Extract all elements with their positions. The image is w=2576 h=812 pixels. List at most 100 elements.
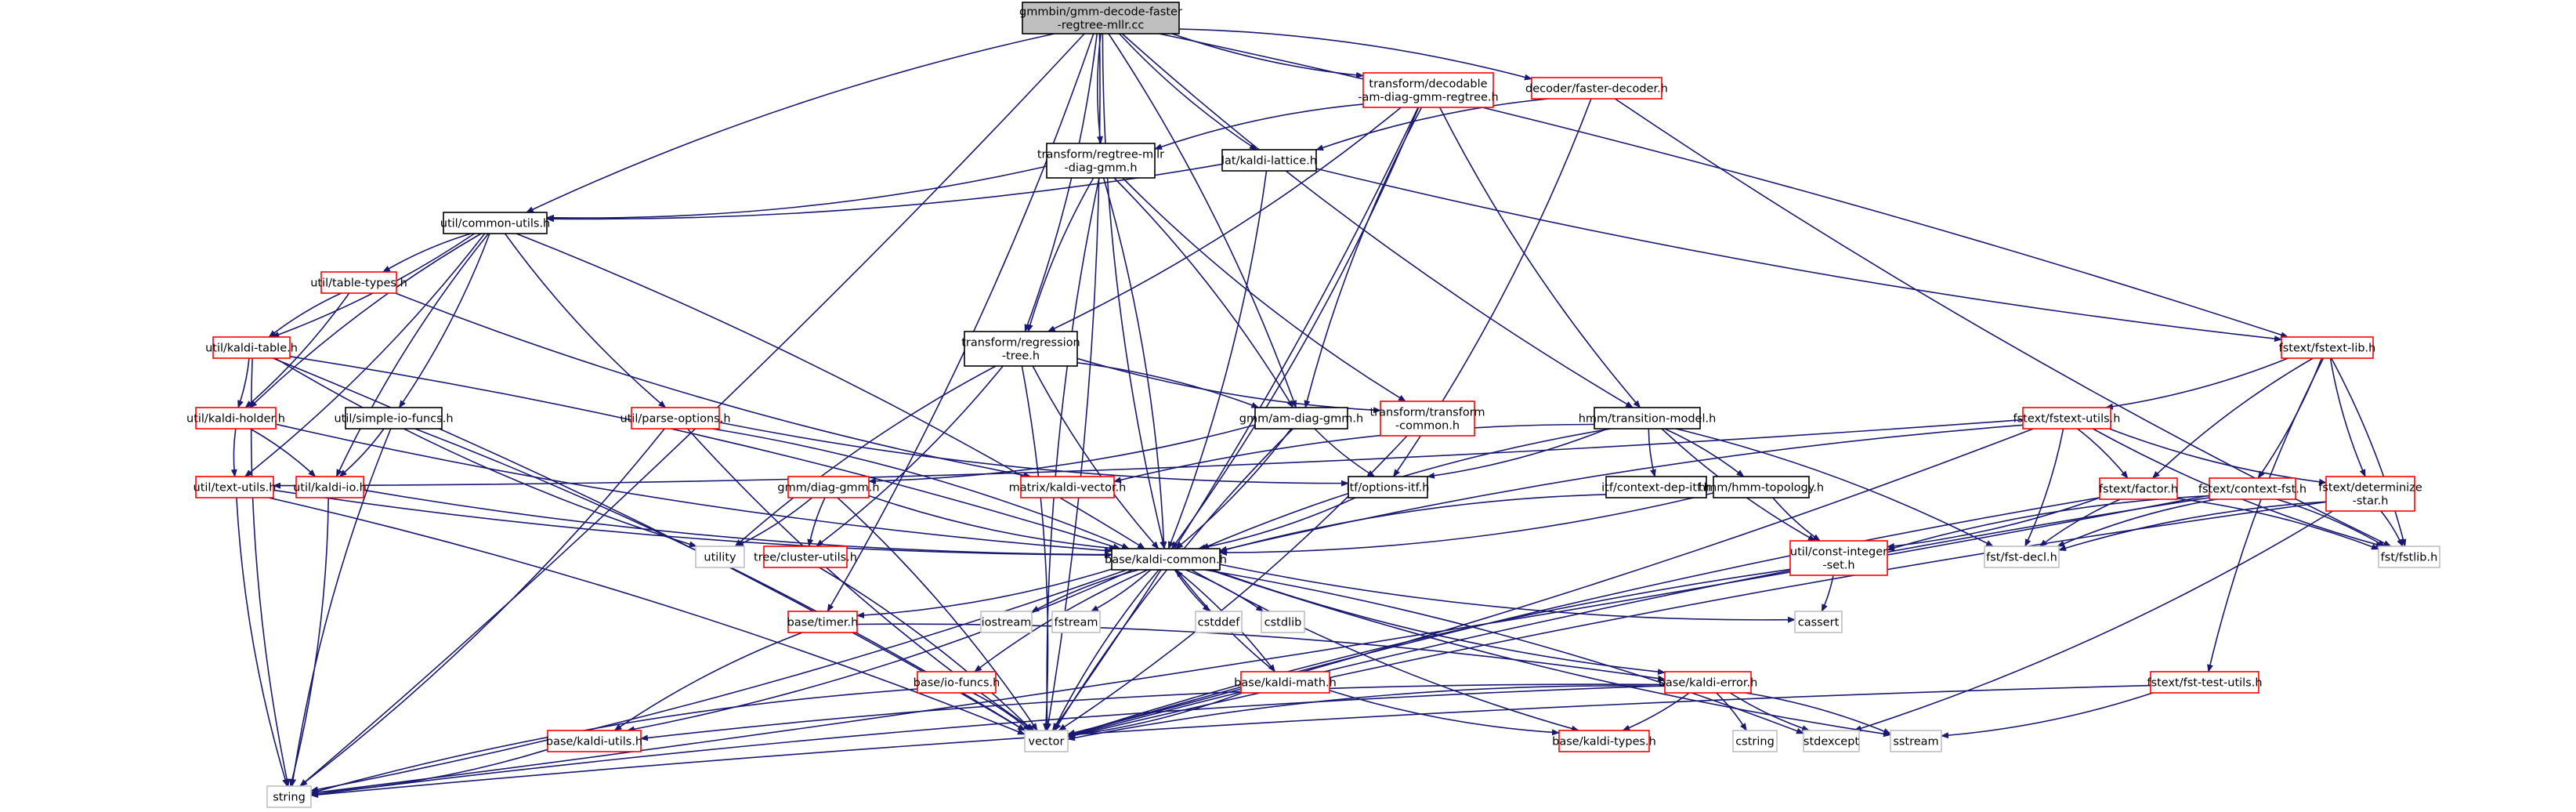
node-label: -diag-gmm.h [1064,162,1137,175]
edge-root-to-kaldi_common [1102,33,1167,549]
edge-kaldi_error-to-sstream [1745,692,1891,735]
edge-kaldi_common-to-stdexcept [1204,569,1804,734]
node-simple-io[interactable]: util/simple-io-funcs.h [334,407,454,430]
node-label: cstdlib [1264,617,1302,629]
node-box [964,331,1078,367]
node-box [787,611,858,633]
edge-determinize_star-to-stdexcept [1853,510,2333,732]
edge-kaldi_error-to-kaldi_types [1622,692,1690,731]
node-faster-decoder[interactable]: decoder/faster-decoder.h [1525,77,1668,100]
edge-fstext_lib-to-factor [2151,357,2314,479]
node-transition-model[interactable]: hmm/transition-model.h [1579,407,1717,430]
edge-regression_tree-to-utility [734,365,997,547]
node-label: -star.h [2353,495,2389,508]
edge-common_utils-to-parse_options [504,233,667,408]
node-label: cassert [1798,617,1840,629]
edge-kaldi_holder-to-kaldi_io [250,428,317,477]
node-box [266,785,312,808]
edge-kaldi_common-to-cstdlib [1185,569,1264,612]
node-io-funcs[interactable]: base/io-funcs.h [914,671,1000,694]
node-parse-options[interactable]: util/parse-options.h [620,407,731,430]
node-fst-test-utils[interactable]: fstext/fst-test-utils.h [2147,671,2263,694]
node-label: matrix/kaldi-vector.h [1009,482,1127,495]
node-box [547,730,642,752]
node-text-utils[interactable]: util/text-utils.h [194,476,277,498]
node-box [1051,611,1101,633]
node-determinize-star[interactable]: fstext/determinize-star.h [2318,476,2422,512]
node-label: util/common-utils.h [440,218,551,230]
node-box [1794,611,1843,633]
node-factor[interactable]: fstext/factor.h [2099,477,2178,500]
edge-fstext_utils-to-kaldi_common [1219,424,2024,553]
edge-kaldi_table-to-kaldi_holder [237,357,250,408]
edge-fst_test_utils-to-string [310,684,2151,798]
node-context-dep-itf[interactable]: itf/context-dep-itf.h [1601,476,1711,498]
node-kaldi-lattice[interactable]: lat/kaldi-lattice.h [1221,149,1317,172]
edge-kaldi_common-to-cassert [1219,564,1796,623]
node-box [2378,546,2440,568]
edge-kaldi_lattice-to-kaldi_common [1167,170,1268,549]
node-box [1531,77,1662,100]
node-transform-common[interactable]: transform/transform-common.h [1369,401,1485,437]
node-diag-gmm[interactable]: gmm/diag-gmm.h [777,476,880,498]
node-regression-tree[interactable]: transform/regression-tree.h [961,331,1080,367]
node-vector: vector [1024,730,1069,752]
node-box [2209,477,2296,500]
node-context-fst[interactable]: fstext/context-fst.h [2198,477,2306,500]
node-box [787,476,870,498]
node-kaldi-holder[interactable]: util/kaldi-holder.h [186,407,285,430]
edge-io_funcs-to-vector [972,692,1031,731]
node-label: hmm/transition-model.h [1579,413,1717,426]
node-label: -regtree-mllr.cc [1058,20,1145,32]
node-timer[interactable]: base/timer.h [787,611,859,633]
edge-fstext_lib-to-context_fst [2257,357,2323,479]
edge-diag_gmm-to-utility [736,497,813,547]
node-const-integer-set[interactable]: util/const-integer-set.h [1789,540,1888,576]
edge-io_funcs-to-string [310,688,918,795]
node-kaldi-io[interactable]: util/kaldi-io.h [293,476,367,498]
edge-kaldi_error-to-cstring [1716,692,1747,731]
node-box [1713,476,1810,498]
node-options-itf[interactable]: itf/options-itf.h [1347,476,1430,498]
node-kaldi-vector[interactable]: matrix/kaldi-vector.h [1009,476,1127,498]
node-am-diag-gmm[interactable]: gmm/am-diag-gmm.h [1239,407,1363,430]
edge-context_fst-to-vector [1067,497,2210,738]
node-hmm-topology[interactable]: hmm/hmm-topology.h [1699,476,1824,498]
node-label: fstext/factor.h [2099,484,2178,496]
node-regtree-mllr[interactable]: transform/regtree-mllr-diag-gmm.h [1037,143,1164,179]
node-label: base/kaldi-utils.h [546,736,642,749]
edge-root-to-faster_decoder [1178,28,1532,81]
node-label: util/kaldi-io.h [293,482,367,495]
node-label: -tree.h [1002,350,1040,363]
node-sstream: sstream [1890,730,1942,752]
edge-kaldi_lattice-to-common_utils [546,163,1223,223]
node-cluster-utils[interactable]: tree/cluster-utils.h [754,546,857,568]
node-fstext-utils[interactable]: fstext/fstext-utils.h [2013,407,2121,430]
edge-determinize_star-to-fst_decl [2058,501,2327,552]
node-common-utils[interactable]: util/common-utils.h [440,212,551,234]
edge-table_types-to-kaldi_table [268,292,342,338]
node-kaldi-common[interactable]: base/kaldi-common.h [1105,548,1227,571]
node-box [2281,336,2374,359]
edge-text_utils-to-kaldi_common [273,489,1113,559]
edge-transition_model-to-options_itf [1427,428,1608,479]
node-kaldi-types[interactable]: base/kaldi-types.h [1552,730,1656,752]
edge-kaldi_common-to-vector [1052,569,1160,731]
node-cassert: cassert [1794,611,1843,633]
node-kaldi-error[interactable]: base/kaldi-error.h [1659,671,1758,694]
node-box [212,336,291,359]
node-box [345,407,443,430]
node-kaldi-table[interactable]: util/kaldi-table.h [205,336,298,359]
node-label: util/const-integer [1790,546,1887,559]
edge-const_integer_set-to-cassert [1821,575,1834,612]
node-kaldi-math[interactable]: base/kaldi-math.h [1234,671,1337,694]
node-table-types[interactable]: util/table-types.h [310,271,407,294]
node-box [1594,407,1701,430]
node-label: fstext/fstext-lib.h [2279,343,2376,355]
node-decodable[interactable]: transform/decodable-am-diag-gmm-regtree.… [1358,72,1499,108]
node-label: fstext/context-fst.h [2198,484,2306,496]
node-label: cstring [1735,736,1775,749]
node-fstext-lib[interactable]: fstext/fstext-lib.h [2279,336,2376,359]
node-label: util/text-utils.h [194,482,277,495]
node-kaldi-utils[interactable]: base/kaldi-utils.h [546,730,642,752]
